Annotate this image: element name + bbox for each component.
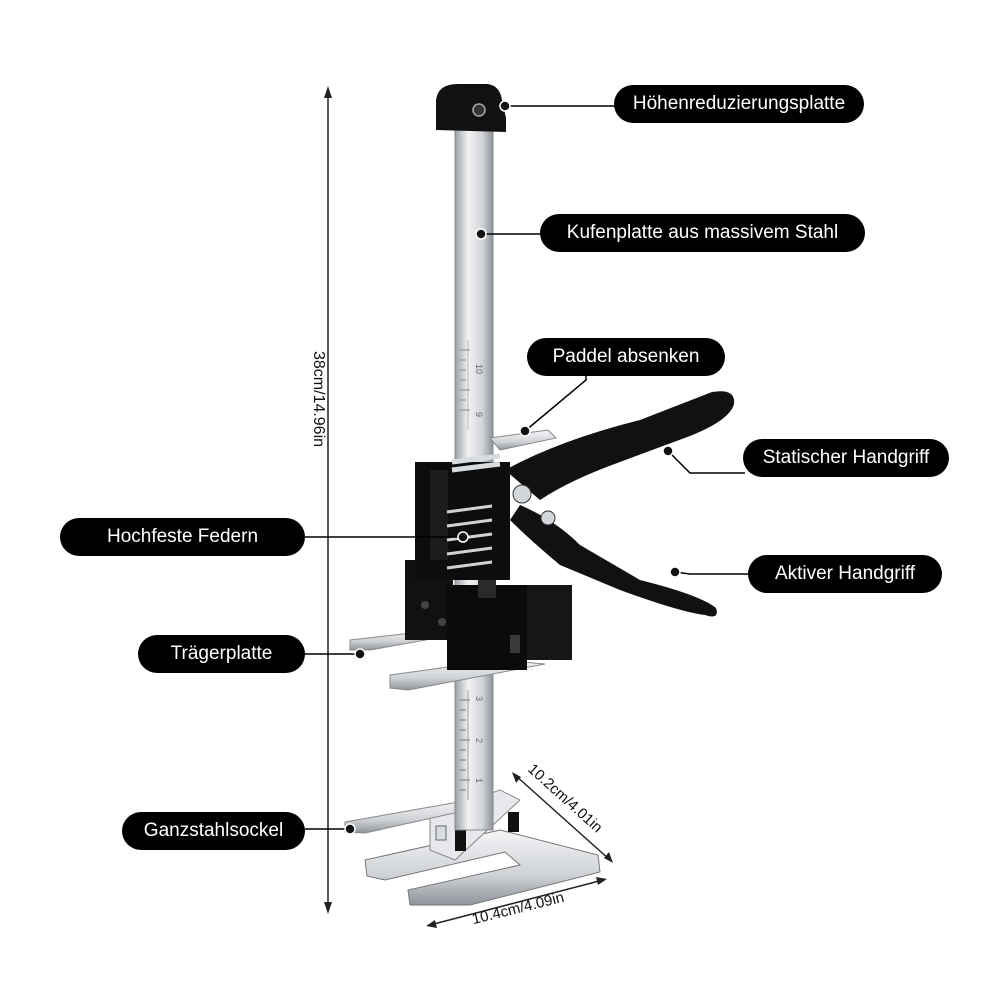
ruler-ticks (460, 349, 470, 791)
springs (446, 453, 501, 570)
leader-lines (305, 105, 748, 830)
ruler-mark: 3 (474, 696, 484, 701)
height-dimension-arrow (324, 86, 332, 914)
label-carrier-plate: Trägerplatte (138, 635, 305, 673)
active-handle (510, 505, 717, 617)
static-handle (505, 391, 735, 500)
label-static-grip: Statischer Handgriff (743, 439, 949, 477)
height-reduction-cap (436, 84, 506, 132)
ruler-mark: 2 (474, 738, 484, 743)
ruler-mark: 9 (474, 412, 484, 417)
label-active-grip: Aktiver Handgriff (748, 555, 942, 593)
depth-dimension-arrow (512, 772, 613, 863)
lift-body (405, 462, 572, 670)
leader-dots (344, 100, 681, 835)
width-dimension-arrow (426, 877, 607, 928)
label-steel-runner-plate: Kufenplatte aus massivem Stahl (540, 214, 865, 252)
ruler-mark: 10 (474, 364, 484, 374)
label-lower-paddle: Paddel absenken (527, 338, 725, 376)
ruler-mark: 1 (474, 778, 484, 783)
label-height-reduction-plate: Höhenreduzierungsplatte (614, 85, 864, 123)
dimension-height: 38cm/14.96in (310, 350, 327, 448)
ruler-numbers: 10 9 3 2 1 (474, 364, 484, 783)
label-springs: Hochfeste Federn (60, 518, 305, 556)
label-base: Ganzstahlsockel (122, 812, 305, 850)
